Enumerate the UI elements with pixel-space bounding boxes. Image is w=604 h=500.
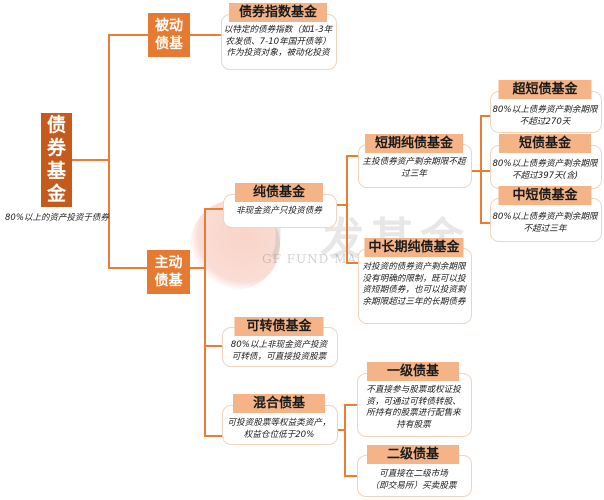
card-tier2-title: 二级债基 <box>366 445 460 464</box>
connector-trunk-vertical <box>108 34 110 269</box>
connector-mixed-vertical <box>344 404 346 477</box>
card-midlong-pure-body: 对投资的债券资产剩余期限 没有明确的限制，既可以投 资短期债券，也可以投资剩 余… <box>358 262 470 308</box>
connector-mixed-out <box>336 429 346 431</box>
card-short-bond-title: 短债基金 <box>498 134 592 153</box>
connector-short-out <box>470 170 482 172</box>
card-pure-bond-body: 非现金资产只投资债券 <box>223 206 335 218</box>
card-midlong-pure-line: 没有明确的限制，既可以投 <box>362 273 466 284</box>
card-pure-bond-title: 纯债基金 <box>234 183 324 202</box>
card-midlong-pure-line: 资短期债券，也可以投资剩 <box>362 285 466 295</box>
card-short-bond-line: 不超过397天(含) <box>511 170 579 181</box>
card-mixed-line: 可投资股票等权益类资产， <box>227 418 331 428</box>
card-convertible-title: 可转债基金 <box>234 317 324 336</box>
card-index-fund-body: 以特定的债券指数（如1-3年 农发债、7-10年国开债等） 作为投资对象，被动化… <box>223 25 333 60</box>
connector-to-short-pure <box>346 155 359 157</box>
category-active-line2: 债基 <box>154 273 183 289</box>
card-convertible-line: 80%以上非现金资产投资 <box>230 340 328 350</box>
connector-passive-index <box>190 34 222 36</box>
card-tier2-line: 可直接在二级市场 <box>379 469 448 479</box>
card-index-fund-line: 以特定的债券指数（如1-3年 <box>223 25 333 35</box>
connector-to-midlong <box>346 262 359 264</box>
card-short-pure-title: 短期纯债基金 <box>364 134 464 153</box>
card-mixed-title: 混合债基 <box>232 394 326 413</box>
category-passive-line1: 被动 <box>155 18 183 34</box>
connector-to-pure <box>204 208 224 210</box>
card-tier2-line: （即交易所）买卖股票 <box>370 480 457 491</box>
category-active-line1: 主动 <box>154 255 183 271</box>
card-convertible-body: 80%以上非现金资产投资 可转债，可直接投资股票 <box>222 340 336 363</box>
card-mid-short-title: 中短债基金 <box>498 186 592 205</box>
card-mixed-line: 权益仓位低于20% <box>243 429 315 440</box>
category-passive: 被动 债基 <box>148 13 190 57</box>
card-pure-bond-line: 非现金资产只投资债券 <box>236 206 322 216</box>
card-index-fund-line: 农发债、7-10年国开债等） <box>225 36 331 47</box>
connector-short-vertical <box>480 115 482 224</box>
connector-to-active <box>108 267 148 269</box>
card-ultra-short-body: 80%以上债券资产剩余期限 不超过270天 <box>490 105 600 128</box>
root-char-2: 券 <box>46 137 66 159</box>
card-mid-short-body: 80%以上债券资产剩余期限 不超过三年 <box>490 212 600 235</box>
card-midlong-pure-line: 对投资的债券资产剩余期限 <box>362 262 466 272</box>
card-short-pure-line: 过三年 <box>401 168 427 179</box>
card-ultra-short-title: 超短债基金 <box>498 80 592 99</box>
connector-root-trunk <box>72 159 110 161</box>
card-tier2-body: 可直接在二级市场 （即交易所）买卖股票 <box>357 469 470 492</box>
connector-to-short-bond <box>480 170 491 172</box>
connector-to-convertible <box>204 345 224 347</box>
card-tier1-line: 持有股票 <box>396 419 431 430</box>
card-short-pure-body: 主投债券资产剩余期限不超 过三年 <box>358 157 470 180</box>
card-tier1-title: 一级债基 <box>366 362 460 381</box>
connector-to-mid-short <box>480 222 491 224</box>
card-mid-short-line: 不超过三年 <box>523 223 567 234</box>
connector-to-ultra <box>480 115 491 117</box>
category-passive-line2: 债基 <box>155 36 183 52</box>
category-active: 主动 债基 <box>147 250 190 294</box>
card-index-fund-line: 作为投资对象，被动化投资 <box>226 48 330 58</box>
card-short-pure-line: 主投债券资产剩余期限不超 <box>362 157 466 167</box>
card-tier1-line: 不直接参与股票或权证投 <box>366 385 461 395</box>
connector-active-out <box>190 267 206 269</box>
card-midlong-pure-line: 余期限超过三年的长期债券 <box>362 296 466 307</box>
root-caption: 80%以上的资产投资于债券 <box>5 213 109 223</box>
card-index-fund <box>221 14 337 70</box>
card-short-bond-body: 80%以上债券资产剩余期限 不超过397天(含) <box>490 159 600 182</box>
card-tier1-line: 所持有的股票进行配售来 <box>366 408 461 418</box>
connector-to-passive <box>108 34 148 36</box>
connector-pure-out <box>335 204 348 206</box>
card-mid-short-line: 80%以上债券资产剩余期限 <box>492 212 598 222</box>
root-char-4: 金 <box>46 183 66 205</box>
card-ultra-short-line: 不超过270天 <box>519 116 571 127</box>
card-tier1-line: 资，可通过可转债转股、 <box>366 396 461 407</box>
card-index-fund-title: 债券指数基金 <box>228 3 328 22</box>
root-node-bond-fund: 债 券 基 金 <box>41 113 72 207</box>
connector-pure-vertical <box>346 155 348 264</box>
card-short-bond-line: 80%以上债券资产剩余期限 <box>492 159 598 169</box>
connector-to-mixed <box>204 435 224 437</box>
root-char-1: 债 <box>46 114 66 136</box>
card-midlong-pure-title: 中长期纯债基金 <box>364 238 464 257</box>
card-convertible-line: 可转债，可直接投资股票 <box>231 351 327 362</box>
card-midlong-pure <box>358 248 472 324</box>
card-tier1-body: 不直接参与股票或权证投 资，可通过可转债转股、 所持有的股票进行配售来 持有股票 <box>357 385 470 431</box>
root-char-3: 基 <box>46 160 66 182</box>
connector-to-tier2 <box>344 475 358 477</box>
connector-active-vertical <box>204 208 206 437</box>
connector-to-tier1 <box>344 404 358 406</box>
card-mixed-body: 可投资股票等权益类资产， 权益仓位低于20% <box>222 418 336 441</box>
card-ultra-short-line: 80%以上债券资产剩余期限 <box>492 105 598 115</box>
